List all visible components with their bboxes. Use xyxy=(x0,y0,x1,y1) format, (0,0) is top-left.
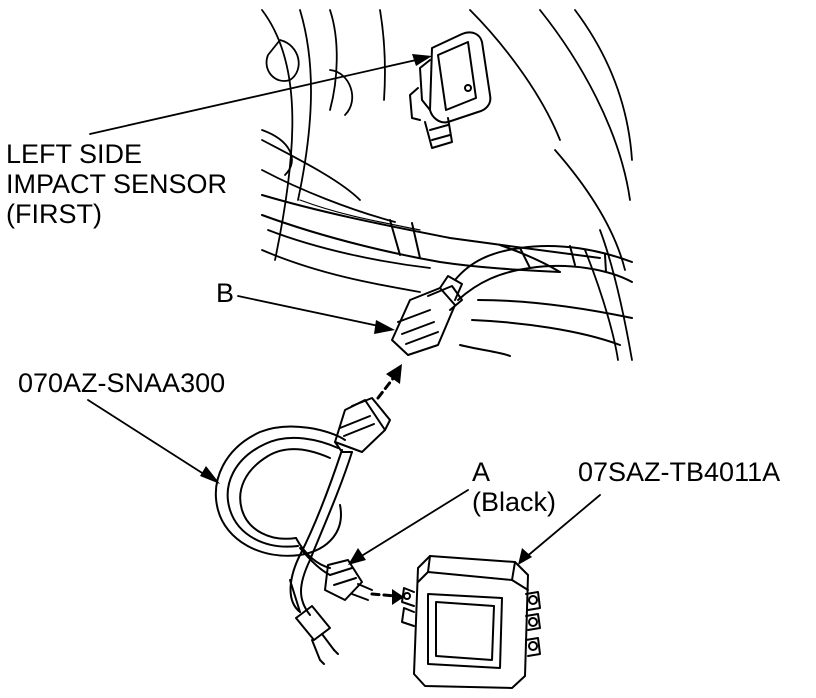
vehicle-body xyxy=(261,9,633,361)
connector-b-drawing xyxy=(391,275,463,356)
tool-harness-label: 070AZ-SNAA300 xyxy=(18,368,226,398)
connection-arrows xyxy=(370,364,404,605)
sensor-label-line2: IMPACT SENSOR xyxy=(6,169,228,199)
impact-sensor-drawing xyxy=(409,31,492,149)
test-box-label: 07SAZ-TB4011A xyxy=(578,457,781,487)
sensor-label: LEFT SIDE IMPACT SENSOR (FIRST) xyxy=(6,139,227,229)
wire-harness xyxy=(261,194,633,357)
connector-a-label: A (Black) xyxy=(472,457,556,517)
leader-a xyxy=(354,489,469,561)
leader-sensor xyxy=(89,57,426,135)
leader-arrowheads xyxy=(200,54,532,565)
connector-a-color: (Black) xyxy=(472,487,557,517)
leader-box xyxy=(524,494,601,559)
leader-lines xyxy=(87,57,601,561)
connector-a-letter: A xyxy=(472,457,491,487)
tool-connector-drawing xyxy=(334,397,391,453)
test-box-drawing xyxy=(401,555,541,689)
connector-b-label: B xyxy=(216,278,235,308)
sensor-label-line1: LEFT SIDE xyxy=(6,139,143,169)
leader-b xyxy=(237,295,389,329)
connector-a-drawing xyxy=(324,559,373,601)
bottom-plug-drawing xyxy=(295,605,339,665)
tool-harness-drawing xyxy=(214,425,353,616)
leader-harness xyxy=(87,399,211,479)
sensor-label-line3: (FIRST) xyxy=(6,199,102,229)
